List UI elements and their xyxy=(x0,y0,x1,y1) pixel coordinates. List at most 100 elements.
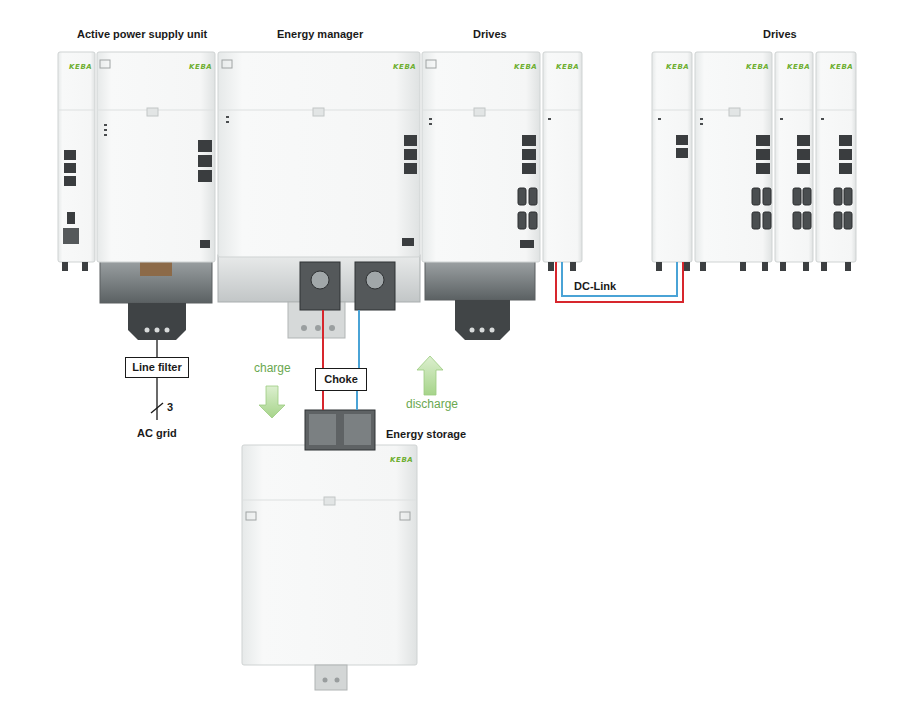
cover-latch xyxy=(324,497,335,505)
rj45-port xyxy=(64,163,76,173)
status-led xyxy=(104,124,107,126)
storage-terminal-block xyxy=(335,678,340,683)
base-plate xyxy=(155,328,160,333)
box-label: Choke xyxy=(324,373,358,386)
cover-seam xyxy=(776,110,812,111)
base-plate xyxy=(355,262,395,310)
status-led xyxy=(700,118,703,120)
brand-logo: KEBA xyxy=(189,63,212,71)
dsub-connector xyxy=(752,188,760,205)
box-label: Line filter xyxy=(132,361,182,374)
ac-supply-wire xyxy=(151,403,163,413)
storage-unit: Energy storage xyxy=(242,410,467,665)
positive-conductor xyxy=(322,310,324,368)
status-led xyxy=(226,116,229,118)
rj45-port xyxy=(756,163,770,174)
rj45-port xyxy=(797,163,810,174)
rj45-port xyxy=(756,149,770,160)
base-plate xyxy=(100,255,535,340)
rj45-port xyxy=(198,140,212,152)
brand-logo: KEBA xyxy=(69,63,92,71)
brand-logo: KEBA xyxy=(830,63,853,71)
dsub-connector xyxy=(763,188,771,205)
warning-label xyxy=(222,60,232,68)
module-housing xyxy=(695,52,772,262)
rj45-port xyxy=(522,163,536,174)
module-housing xyxy=(422,52,540,262)
warning-label xyxy=(400,512,410,520)
rj45-port xyxy=(404,163,417,174)
storage-terminal-block xyxy=(309,414,336,445)
status-led xyxy=(700,123,703,125)
storage-terminal-block xyxy=(305,410,375,690)
storage-terminal-block xyxy=(305,410,375,450)
rj45-port xyxy=(797,135,810,146)
module-housing xyxy=(543,52,582,262)
module-housing xyxy=(242,445,417,665)
warning-label xyxy=(100,60,110,68)
cover-seam xyxy=(544,110,581,111)
brand-logo: KEBA xyxy=(746,63,769,71)
rj45-port xyxy=(63,135,852,248)
rj45-port xyxy=(756,135,770,146)
negative-conductor xyxy=(562,262,677,296)
negative-conductor xyxy=(358,310,360,368)
rj45-port xyxy=(64,176,76,186)
ac-supply-wire xyxy=(151,378,163,420)
unit-heading: Drives xyxy=(473,28,507,41)
brand-logo: KEBA xyxy=(787,63,810,71)
mounting-foot xyxy=(82,262,88,271)
module-housing xyxy=(97,52,215,262)
mounting-foot xyxy=(684,262,690,271)
cover-latch xyxy=(474,108,485,116)
storage-terminal-block xyxy=(315,665,347,690)
dsub-connector xyxy=(844,212,852,229)
status-led xyxy=(104,116,824,136)
unit-heading: Active power supply unit xyxy=(77,28,207,41)
dsub-connector xyxy=(529,188,537,205)
rj45-port xyxy=(63,228,79,244)
rj45-port xyxy=(402,238,414,246)
grid-label: AC grid xyxy=(137,427,177,440)
base-plate xyxy=(145,328,150,333)
module-housing xyxy=(58,52,856,665)
module-housing xyxy=(58,52,95,262)
status-led xyxy=(226,121,229,123)
base-plate xyxy=(455,300,510,340)
warning-label xyxy=(426,60,436,68)
mounting-foot xyxy=(656,262,662,271)
status-led xyxy=(104,134,107,136)
base-plate xyxy=(366,271,384,289)
dsub-connector xyxy=(763,212,771,229)
base-plate xyxy=(480,328,485,333)
base-plate xyxy=(470,328,475,333)
mounting-foot xyxy=(62,262,851,271)
rj45-port xyxy=(404,135,417,146)
flow-label: charge xyxy=(254,361,291,375)
unit-heading: Drives xyxy=(763,28,797,41)
cover-seam xyxy=(653,110,691,111)
cover-latch xyxy=(147,108,740,505)
positive-conductor xyxy=(556,262,683,302)
rj45-port xyxy=(198,170,212,182)
base-plate xyxy=(301,325,307,331)
cover-seam xyxy=(59,110,94,111)
mounting-foot xyxy=(548,262,554,271)
dsub-connector xyxy=(793,212,801,229)
mounting-foot xyxy=(780,262,786,271)
mounting-foot xyxy=(821,262,827,271)
rj45-port xyxy=(198,155,212,167)
cover-seam xyxy=(59,110,855,500)
brand-logo: KEBA xyxy=(556,63,579,71)
status-led xyxy=(780,118,783,120)
base-plate xyxy=(490,328,495,333)
status-led xyxy=(104,129,107,131)
rj45-port xyxy=(520,240,534,248)
cover-seam xyxy=(817,110,855,111)
base-plate xyxy=(329,325,335,331)
dsub-connector xyxy=(834,188,842,205)
mounting-foot xyxy=(845,262,851,271)
module-housing xyxy=(816,52,856,262)
